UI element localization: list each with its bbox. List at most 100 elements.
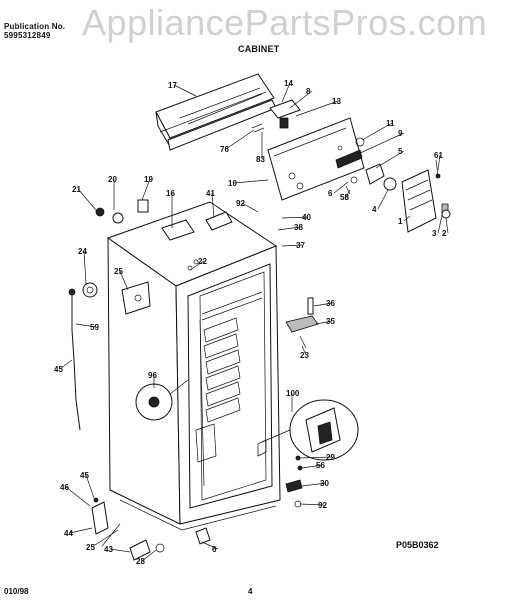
callout-28: 28 xyxy=(136,557,145,566)
callout-59: 59 xyxy=(90,323,99,332)
callout-leader-45 xyxy=(85,474,95,499)
callout-leader-58 xyxy=(345,189,351,198)
callout-leader-14 xyxy=(281,82,291,103)
callout-leader-8 xyxy=(289,90,313,109)
callout-43: 43 xyxy=(104,545,113,554)
callout-11: 11 xyxy=(386,119,395,128)
control-panel xyxy=(267,117,365,201)
callout-83: 83 xyxy=(256,155,265,164)
label-disc xyxy=(135,379,189,421)
callout-leader-61 xyxy=(437,154,441,171)
callout-6: 6 xyxy=(328,189,333,198)
callout-38: 38 xyxy=(294,223,303,232)
callout-22: 22 xyxy=(198,257,207,266)
callout-19: 19 xyxy=(144,175,153,184)
callout-leader-17 xyxy=(173,84,197,97)
callout-37: 37 xyxy=(296,241,305,250)
callout-leader-44 xyxy=(69,527,93,534)
callout-leader-40 xyxy=(281,216,309,219)
callout-leader-6 xyxy=(201,541,219,550)
callout-leader-5 xyxy=(375,150,405,169)
thermostat-bracket xyxy=(251,99,301,133)
callout-76: 76 xyxy=(220,145,229,154)
callout-leader-22 xyxy=(189,260,205,271)
callout-leader-92 xyxy=(241,202,259,213)
callout-leader-2 xyxy=(445,217,449,234)
footer-page-number: 4 xyxy=(248,587,253,596)
callout-8: 8 xyxy=(306,87,311,96)
callout-17: 17 xyxy=(168,81,177,90)
publication-number: 5995312849 xyxy=(4,31,51,40)
callout-leader-25 xyxy=(119,270,129,291)
callout-leader-56 xyxy=(301,464,323,469)
hinge-small-parts xyxy=(95,199,149,224)
callout-leader-92 xyxy=(299,503,325,506)
callout-4: 4 xyxy=(372,205,377,214)
callout-leader-28 xyxy=(141,549,157,562)
callout-leader-43 xyxy=(109,548,131,553)
callout-leader-9 xyxy=(357,132,405,155)
right-side-hardware xyxy=(257,297,319,508)
callout-24: 24 xyxy=(78,247,87,256)
callout-leader-19 xyxy=(141,178,151,201)
callout-92: 92 xyxy=(318,501,327,510)
diagram-code: P05B0362 xyxy=(396,540,439,550)
callout-leader-35 xyxy=(315,320,333,325)
top-cover xyxy=(155,73,277,151)
callout-30: 30 xyxy=(320,479,329,488)
callout-45: 45 xyxy=(80,471,89,480)
callout-leader-23 xyxy=(301,345,307,356)
callout-leader-3 xyxy=(437,215,443,234)
callout-58: 58 xyxy=(340,193,349,202)
callout-leader-1 xyxy=(403,215,411,222)
callout-1: 1 xyxy=(398,217,403,226)
callout-leader-10 xyxy=(233,179,269,184)
callout-leader-25 xyxy=(91,529,119,548)
callout-6: 6 xyxy=(212,545,217,554)
callout-leader-46 xyxy=(65,486,91,507)
cabinet-body xyxy=(106,201,281,531)
callout-leader-11 xyxy=(361,122,393,141)
hinge-detail-callout xyxy=(261,399,359,461)
callout-21: 21 xyxy=(72,185,81,194)
footer-date-code: 010/98 xyxy=(4,587,29,596)
callout-25: 25 xyxy=(114,267,123,276)
left-side-parts xyxy=(68,281,151,431)
publication-label: Publication No. xyxy=(4,22,66,31)
callout-leader-4 xyxy=(377,189,389,210)
bottom-hinge-parts xyxy=(91,497,211,561)
light-housing xyxy=(383,159,451,233)
callout-20: 20 xyxy=(108,175,117,184)
callout-61: 61 xyxy=(434,151,443,160)
callout-10: 10 xyxy=(228,179,237,188)
callout-leader-13 xyxy=(295,100,339,117)
callout-13: 13 xyxy=(332,97,341,106)
callout-56: 56 xyxy=(316,461,325,470)
callout-35: 35 xyxy=(326,317,335,326)
callout-leader-76 xyxy=(225,129,255,150)
callout-41: 41 xyxy=(206,189,215,198)
callout-leader-45 xyxy=(59,359,73,370)
callout-leader-24 xyxy=(83,250,87,285)
callout-36: 36 xyxy=(326,299,335,308)
callout-5: 5 xyxy=(398,147,403,156)
callout-25: 25 xyxy=(86,543,95,552)
callout-leader-36 xyxy=(313,302,333,307)
callout-23: 23 xyxy=(300,351,309,360)
damper-parts xyxy=(335,137,385,195)
callout-44: 44 xyxy=(64,529,73,538)
callout-14: 14 xyxy=(284,79,293,88)
callout-40: 40 xyxy=(302,213,311,222)
callout-96: 96 xyxy=(148,371,157,380)
callout-46: 46 xyxy=(60,483,69,492)
section-title: CABINET xyxy=(238,44,280,54)
callout-leader-37 xyxy=(281,244,303,247)
callout-3: 3 xyxy=(432,229,437,238)
callout-leader-59 xyxy=(75,323,97,328)
callout-16: 16 xyxy=(166,189,175,198)
callout-leader-41 xyxy=(211,192,215,219)
callout-100: 100 xyxy=(286,389,300,398)
callout-leader-21 xyxy=(77,188,97,211)
